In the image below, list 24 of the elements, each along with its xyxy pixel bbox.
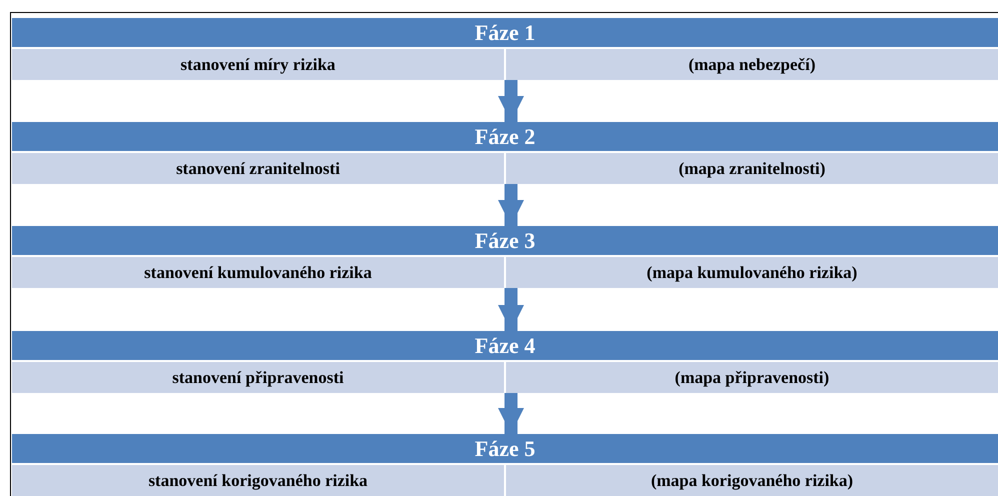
table-cell: stanovení zranitelnosti <box>12 153 504 184</box>
table-cell: stanovení připravenosti <box>12 362 504 393</box>
phase-band <box>12 122 998 184</box>
arrow <box>498 393 524 434</box>
table-cell: (mapa korigovaného rizika) <box>506 465 998 496</box>
table-cell: (mapa zranitelnosti) <box>506 153 998 184</box>
phase-heading: Fáze 2 <box>12 122 998 151</box>
phase-heading: Fáze 5 <box>12 434 998 463</box>
arrow <box>498 80 524 122</box>
table-cell: stanovení kumulovaného rizika <box>12 257 504 288</box>
table-cell: (mapa kumulovaného rizika) <box>506 257 998 288</box>
phase-heading: Fáze 1 <box>12 18 998 47</box>
table-cell: stanovení míry rizika <box>12 49 504 80</box>
phase-heading: Fáze 4 <box>12 331 998 360</box>
phase-band <box>12 226 998 288</box>
arrow <box>498 184 524 226</box>
phase-heading: Fáze 3 <box>12 226 998 255</box>
table-cell: (mapa nebezpečí) <box>506 49 998 80</box>
phase-band <box>12 18 998 80</box>
table-cell: stanovení korigovaného rizika <box>12 465 504 496</box>
table-cell: (mapa připravenosti) <box>506 362 998 393</box>
phase-band <box>12 331 998 393</box>
arrow <box>498 288 524 331</box>
phase-band <box>12 434 998 496</box>
